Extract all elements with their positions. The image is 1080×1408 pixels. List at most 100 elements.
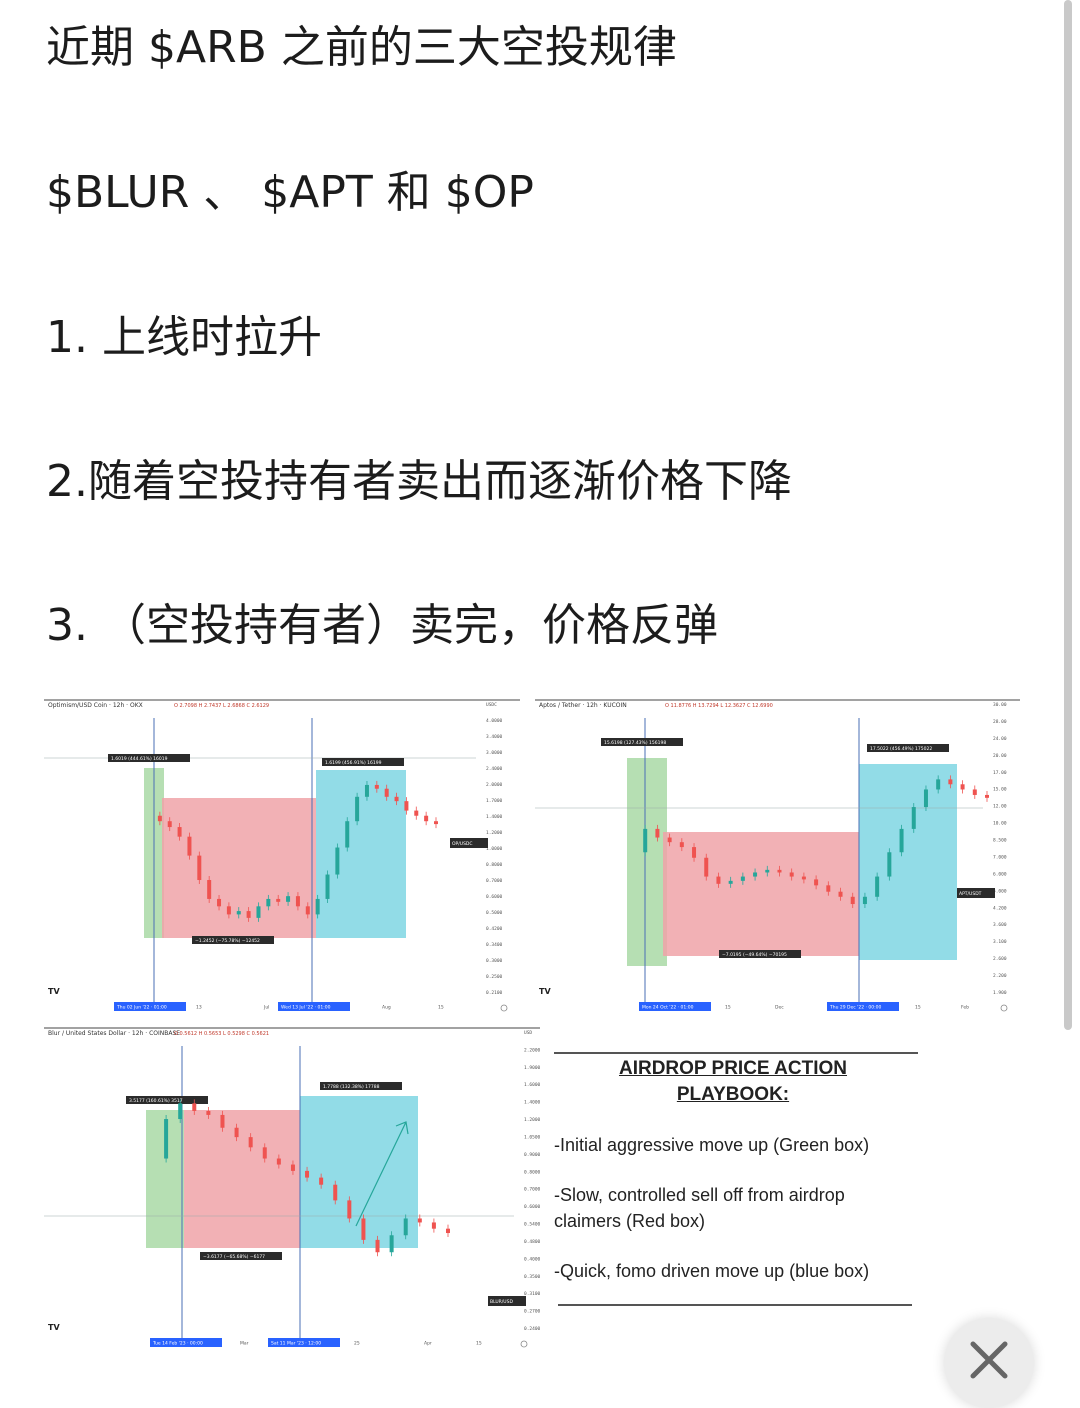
candle [325, 874, 330, 899]
candle [157, 815, 162, 822]
x-tick-label: Apr [424, 1341, 432, 1347]
green-box-label-bg [126, 1096, 208, 1104]
chart-ohlc: O 11.8776 H 13.7294 L 12.3627 C 12.6990 [665, 703, 773, 709]
candle [305, 906, 310, 915]
candle [248, 1137, 253, 1148]
y-tick-label: 30.00 [993, 702, 1007, 708]
candle [345, 821, 350, 848]
blue-box-label: 1.7788 (132.38%) 17788 [323, 1084, 380, 1090]
candle [276, 1158, 281, 1165]
candle [290, 1164, 295, 1171]
settings-gear-icon [520, 1340, 528, 1348]
candle [716, 876, 721, 884]
candle [220, 1114, 225, 1128]
playbook-item-red-line-1: -Slow, controlled sell off from airdrop [554, 1185, 845, 1205]
page-scrollbar[interactable] [1064, 0, 1072, 1030]
blue-box-label-bg [322, 758, 404, 766]
post-token-list: $BLUR 、 $APT 和 $OP [46, 167, 534, 218]
price-tag-bg [450, 838, 488, 848]
y-tick-label: 0.7000 [524, 1187, 540, 1193]
playbook-item-green: -Initial aggressive move up (Green box) [554, 1135, 870, 1155]
candle [923, 789, 928, 808]
y-tick-label: 3.4000 [486, 734, 503, 740]
green-box-label-bg [601, 738, 683, 746]
y-tick-label: 0.5400 [524, 1222, 540, 1228]
trend-arrow [355, 1121, 409, 1227]
x-tick-label: Mar [240, 1341, 249, 1347]
candle [403, 1218, 408, 1236]
candle [850, 896, 855, 905]
tradingview-logo: TV [48, 1323, 60, 1332]
candle [364, 784, 369, 797]
y-tick-label: 2.2000 [524, 1047, 540, 1053]
chart-title: Aptos / Tether · 12h · KUCOIN [539, 702, 627, 709]
candle [692, 847, 697, 858]
y-tick-label: 1.7000 [486, 798, 503, 804]
y-tick-label: 0.3400 [486, 942, 503, 948]
price-tag: OP/USDC [452, 841, 473, 847]
red-box-label-bg [192, 936, 274, 944]
candle [838, 891, 843, 897]
x-date-tag: Thu 02 Jun '22 · 01:00 [116, 1005, 167, 1011]
blue-box-label: 17.5022 (456.49%) 175022 [870, 746, 932, 752]
candle [643, 828, 648, 853]
candle [335, 847, 340, 875]
y-tick-label: 0.6000 [524, 1204, 540, 1210]
x-date-tag-bg [639, 1002, 711, 1011]
x-tick-label: 13 [196, 1005, 202, 1011]
post-rule-2: 2.随着空投持有者卖出而逐渐价格下降 [46, 456, 792, 507]
close-button[interactable] [944, 1318, 1034, 1408]
candle [389, 1235, 394, 1253]
candle [319, 1177, 324, 1185]
y-tick-label: 0.8000 [486, 862, 503, 868]
green-box-label: 1.6019 (444.61%) 16019 [111, 756, 168, 762]
green-box-label: 15.6198 (127.43%) 156198 [604, 740, 666, 746]
candle [887, 852, 892, 877]
y-tick-label: 1.0000 [486, 846, 503, 852]
candle [187, 836, 192, 856]
price-tag: BLUR/USD [490, 1299, 513, 1305]
candle [960, 784, 965, 790]
candle [404, 801, 409, 811]
x-date-tag-bg [278, 1002, 350, 1011]
candle [948, 779, 953, 785]
candle [246, 911, 251, 918]
y-tick-label: 0.3000 [486, 958, 503, 964]
candle [197, 855, 202, 881]
candle [315, 898, 320, 915]
y-tick-label: 0.6000 [486, 894, 503, 900]
candle [374, 784, 379, 789]
chart-title: Optimism/USD Coin · 12h · OKX [48, 702, 143, 709]
candle [826, 885, 831, 892]
x-date-tag: Tue 14 Feb '23 · 00:00 [152, 1341, 203, 1347]
y-tick-label: 24.00 [993, 736, 1007, 742]
candle [206, 1110, 211, 1115]
y-tick-label: 0.8000 [524, 1169, 540, 1175]
candle [276, 898, 281, 902]
y-tick-label: 28.00 [993, 719, 1007, 725]
red-box-label-bg [719, 950, 801, 958]
x-tick-label: 15 [725, 1005, 731, 1011]
tradingview-logo: TV [48, 987, 60, 996]
x-date-tag-bg [114, 1002, 186, 1011]
candle [217, 898, 222, 907]
y-tick-label: 1.2000 [524, 1117, 540, 1123]
candle [347, 1200, 352, 1219]
candle [801, 876, 806, 880]
y-tick-label: 4.0000 [486, 718, 503, 724]
chart-panel-apt: Aptos / Tether · 12h · KUCOIN O 11.8776 H… [535, 698, 1020, 1016]
red-box-label: −3.6177 (−65.68%) −6177 [203, 1254, 265, 1260]
y-tick-label: 0.4000 [524, 1256, 540, 1262]
candle [679, 842, 684, 848]
post-rule-3: 3. （空投持有者）卖完，价格反弹 [46, 600, 718, 651]
y-tick-label: 1.4000 [486, 814, 503, 820]
y-tick-label: 7.000 [993, 854, 1007, 860]
candle [936, 779, 941, 790]
playbook-title-line-2: PLAYBOOK: [676, 1084, 790, 1105]
x-date-tag-bg [827, 1002, 899, 1011]
candle [899, 828, 904, 853]
x-tick-label: Jul [263, 1005, 269, 1011]
blue-box [300, 1096, 418, 1248]
post-rule-1: 1. 上线时拉升 [46, 312, 322, 363]
playbook-item-blue: -Quick, fomo driven move up (blue box) [554, 1261, 870, 1281]
